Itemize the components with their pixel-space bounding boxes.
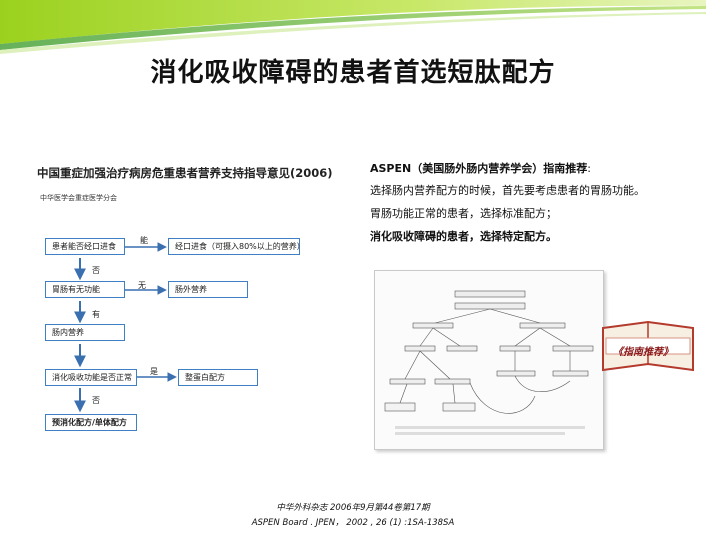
- flow-label-is: 是: [150, 366, 158, 377]
- flow-label-no: 否: [92, 265, 100, 276]
- flow-box-whole-protein: 整蛋白配方: [178, 369, 258, 386]
- aspen-heading-text: ASPEN（美国肠外肠内营养学会）指南推荐: [370, 162, 587, 175]
- aspen-heading-colon: :: [587, 162, 591, 175]
- flow-label-yes: 能: [140, 235, 148, 246]
- flow-box-enteral: 肠内营养: [45, 324, 125, 341]
- aspen-line-2: 胃肠功能正常的患者，选择标准配方；: [370, 205, 557, 221]
- aspen-line-3: 消化吸收障碍的患者，选择特定配方。: [370, 228, 557, 244]
- citation-line-1: 中华外科杂志 2006年9月第44卷第17期: [0, 501, 706, 513]
- flow-label-none: 无: [138, 280, 146, 291]
- flow-box-parenteral: 肠外营养: [168, 281, 248, 298]
- book-label: 《指南推荐》: [613, 343, 673, 358]
- aspen-heading: ASPEN（美国肠外肠内营养学会）指南推荐:: [370, 160, 591, 176]
- aspen-algorithm-thumbnail: [375, 271, 603, 449]
- aspen-line-1: 选择肠内营养配方的时候，首先要考虑患者的胃肠功能。: [370, 182, 645, 198]
- flow-box-digestion-question: 消化吸收功能是否正常: [45, 369, 137, 386]
- flow-box-predigested: 预消化配方/单体配方: [45, 414, 137, 431]
- citation-line-2: ASPEN Board . JPEN， 2002 , 26 (1) :1SA-1…: [0, 516, 706, 528]
- flow-box-oral-intake: 经口进食（可摄入80%以上的营养）: [168, 238, 300, 255]
- flow-box-gi-function-question: 胃肠有无功能: [45, 281, 125, 298]
- aspen-algorithm-figure: [374, 270, 604, 450]
- flow-label-no-2: 否: [92, 395, 100, 406]
- flow-label-has: 有: [92, 309, 100, 320]
- flow-box-oral-intake-question: 患者能否经口进食: [45, 238, 125, 255]
